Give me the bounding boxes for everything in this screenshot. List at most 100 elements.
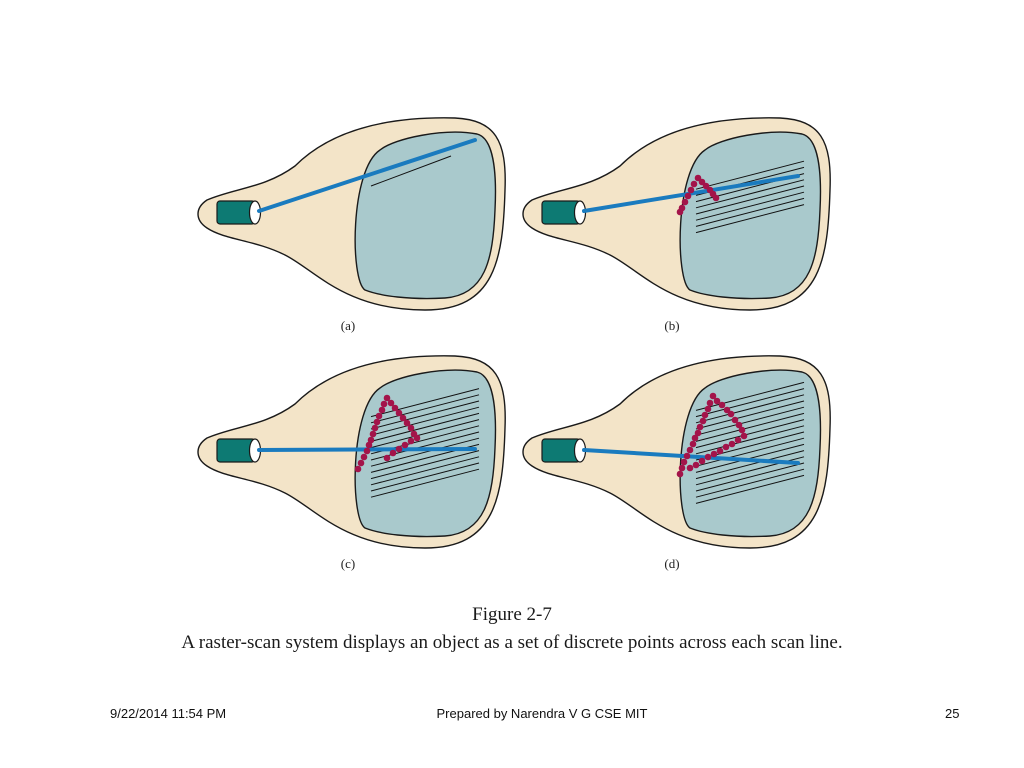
raster-dot — [698, 457, 706, 465]
raster-dot — [380, 400, 388, 408]
raster-dot — [354, 465, 362, 473]
raster-dot — [683, 452, 691, 460]
raster-dot — [391, 404, 399, 412]
raster-dot — [383, 454, 391, 462]
crt-panel-b — [522, 117, 831, 311]
electron-gun — [216, 438, 262, 463]
raster-dot — [713, 397, 721, 405]
scan-line — [695, 450, 805, 480]
scanlines — [370, 155, 452, 187]
electron-beam — [257, 138, 477, 213]
panel-label-d: (d) — [664, 556, 680, 571]
raster-dot — [687, 186, 695, 194]
raster-dot — [701, 411, 709, 419]
scan-line — [695, 425, 805, 455]
raster-dot — [698, 178, 706, 186]
raster-dot — [681, 198, 689, 206]
raster-dot — [722, 443, 730, 451]
raster-dot — [694, 429, 702, 437]
scan-line — [370, 450, 480, 480]
raster-dot — [373, 418, 381, 426]
scan-line — [370, 394, 480, 424]
raster-dot — [401, 441, 409, 449]
scan-line — [695, 412, 805, 442]
crt-panel-a — [197, 117, 506, 311]
raster-dot — [387, 399, 395, 407]
scan-line — [695, 388, 805, 418]
electron-beam — [582, 174, 800, 213]
figure-title: Figure 2-7 — [472, 604, 552, 625]
scan-line — [695, 462, 805, 492]
scan-line — [370, 400, 480, 430]
scan-line — [370, 437, 480, 467]
raster-dot — [709, 392, 717, 400]
scan-dots — [676, 392, 748, 478]
scanlines — [370, 388, 480, 498]
raster-dot — [395, 409, 403, 417]
raster-dot — [407, 437, 415, 445]
electron-gun — [216, 200, 262, 225]
scan-line — [370, 155, 452, 187]
footer-author: Prepared by Narendra V G CSE MIT — [436, 706, 648, 721]
raster-dot — [716, 447, 724, 455]
scan-line — [695, 179, 805, 209]
raster-dot — [389, 449, 397, 457]
raster-dot — [395, 445, 403, 453]
scan-line — [695, 394, 805, 424]
footer-date: 9/22/2014 11:54 PM — [110, 706, 227, 721]
raster-dot — [710, 450, 718, 458]
raster-dot — [375, 412, 383, 420]
scan-line — [370, 456, 480, 486]
raster-dot — [399, 414, 407, 422]
scan-line — [695, 185, 805, 215]
raster-dot — [363, 447, 371, 455]
raster-dot — [371, 424, 379, 432]
raster-dot — [712, 194, 720, 202]
figure-caption: A raster-scan system displays an object … — [181, 632, 843, 653]
raster-dot — [691, 434, 699, 442]
raster-dot — [690, 180, 698, 188]
raster-dot — [369, 430, 377, 438]
scan-line — [695, 474, 805, 504]
scan-line — [370, 431, 480, 461]
scan-line — [695, 400, 805, 430]
raster-dot — [735, 421, 743, 429]
raster-dot — [680, 458, 688, 466]
scan-line — [370, 468, 480, 498]
raster-dot — [728, 440, 736, 448]
scan-line — [370, 462, 480, 492]
raster-dot — [383, 394, 391, 402]
raster-dot — [686, 464, 694, 472]
crt-panel-c — [197, 355, 506, 549]
scan-line — [695, 191, 805, 221]
raster-dot — [378, 406, 386, 414]
raster-dot — [723, 406, 731, 414]
raster-dot — [367, 436, 375, 444]
raster-dot — [738, 426, 746, 434]
panel-label-a: (a) — [340, 318, 356, 333]
electron-beam — [582, 448, 800, 465]
raster-dot — [696, 423, 704, 431]
footer-page-number: 25 — [945, 706, 960, 721]
raster-dot — [686, 446, 694, 454]
scan-line — [695, 468, 805, 498]
scan-line — [695, 197, 805, 227]
raster-dot — [702, 182, 710, 190]
raster-dot — [360, 453, 368, 461]
scan-line — [370, 388, 480, 418]
raster-dot — [413, 434, 421, 442]
raster-dot — [740, 432, 748, 440]
crt-panel-d — [522, 355, 831, 549]
raster-dot — [704, 405, 712, 413]
raster-dot — [718, 401, 726, 409]
raster-dot — [365, 441, 373, 449]
raster-dot — [403, 419, 411, 427]
raster-dot — [706, 399, 714, 407]
raster-dot — [699, 417, 707, 425]
scanlines — [695, 381, 805, 504]
raster-dot — [704, 453, 712, 461]
scan-dots — [676, 174, 720, 216]
raster-dot — [734, 436, 742, 444]
electron-gun — [541, 438, 587, 463]
